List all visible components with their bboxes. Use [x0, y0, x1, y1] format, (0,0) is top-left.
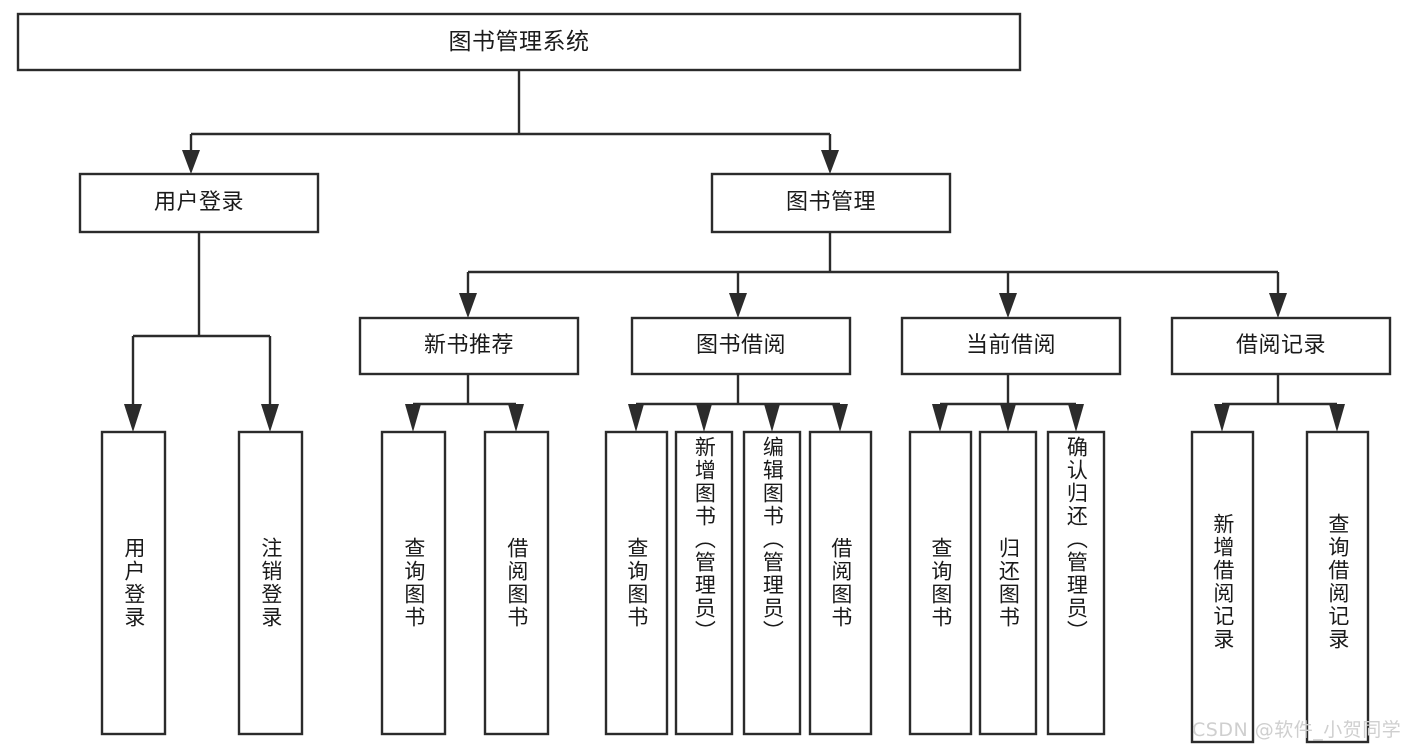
arrow-to-user-login	[182, 150, 200, 174]
node-box-leaf-query-book-3[interactable]	[908, 430, 973, 736]
arrow-to-leaf-add-record	[1214, 404, 1230, 432]
node-box-leaf-add-book[interactable]	[674, 430, 734, 736]
arrow-to-leaf-query-book-1	[405, 404, 421, 432]
arrow-to-book-manage	[821, 150, 839, 174]
node-box-current-borrow[interactable]	[900, 316, 1122, 376]
arrow-to-leaf-edit-book	[764, 404, 780, 432]
node-box-borrow-record[interactable]	[1170, 316, 1392, 376]
node-box-leaf-borrow-book-1[interactable]	[483, 430, 550, 736]
arrow-to-leaf-query-book-3	[932, 404, 948, 432]
node-box-leaf-logout[interactable]	[237, 430, 304, 736]
arrowhead-group	[124, 150, 1345, 432]
arrow-to-leaf-user-login	[124, 404, 142, 432]
node-box-leaf-borrow-book-2[interactable]	[808, 430, 873, 736]
arrow-to-new-book-rec	[459, 293, 477, 318]
node-box-book-manage[interactable]	[710, 172, 952, 234]
node-box-leaf-confirm-return[interactable]	[1046, 430, 1106, 736]
arrow-to-leaf-return-book	[1000, 404, 1016, 432]
arrow-to-leaf-borrow-book-2	[832, 404, 848, 432]
arrow-to-leaf-logout	[261, 404, 279, 432]
node-box-leaf-user-login[interactable]	[100, 430, 167, 736]
node-box-leaf-return-book[interactable]	[978, 430, 1038, 736]
arrow-to-leaf-confirm-return	[1068, 404, 1084, 432]
node-box-leaf-edit-book[interactable]	[742, 430, 802, 736]
node-box-root[interactable]	[16, 12, 1022, 72]
node-box-new-book-rec[interactable]	[358, 316, 580, 376]
arrow-to-leaf-query-record	[1329, 404, 1345, 432]
node-box-book-borrow[interactable]	[630, 316, 852, 376]
arrow-to-leaf-query-book-2	[628, 404, 644, 432]
arrow-to-leaf-add-book	[696, 404, 712, 432]
node-box-leaf-query-book-1[interactable]	[380, 430, 447, 736]
arrow-to-leaf-borrow-book-1	[508, 404, 524, 432]
node-box-leaf-query-book-2[interactable]	[604, 430, 669, 736]
arrow-to-book-borrow	[729, 293, 747, 318]
node-box-leaf-add-record[interactable]	[1190, 430, 1255, 744]
arrow-to-borrow-record	[1269, 293, 1287, 318]
node-box-leaf-query-record[interactable]	[1305, 430, 1370, 744]
node-box-group	[16, 12, 1392, 744]
node-box-user-login[interactable]	[78, 172, 320, 234]
arrow-to-current-borrow	[999, 293, 1017, 318]
